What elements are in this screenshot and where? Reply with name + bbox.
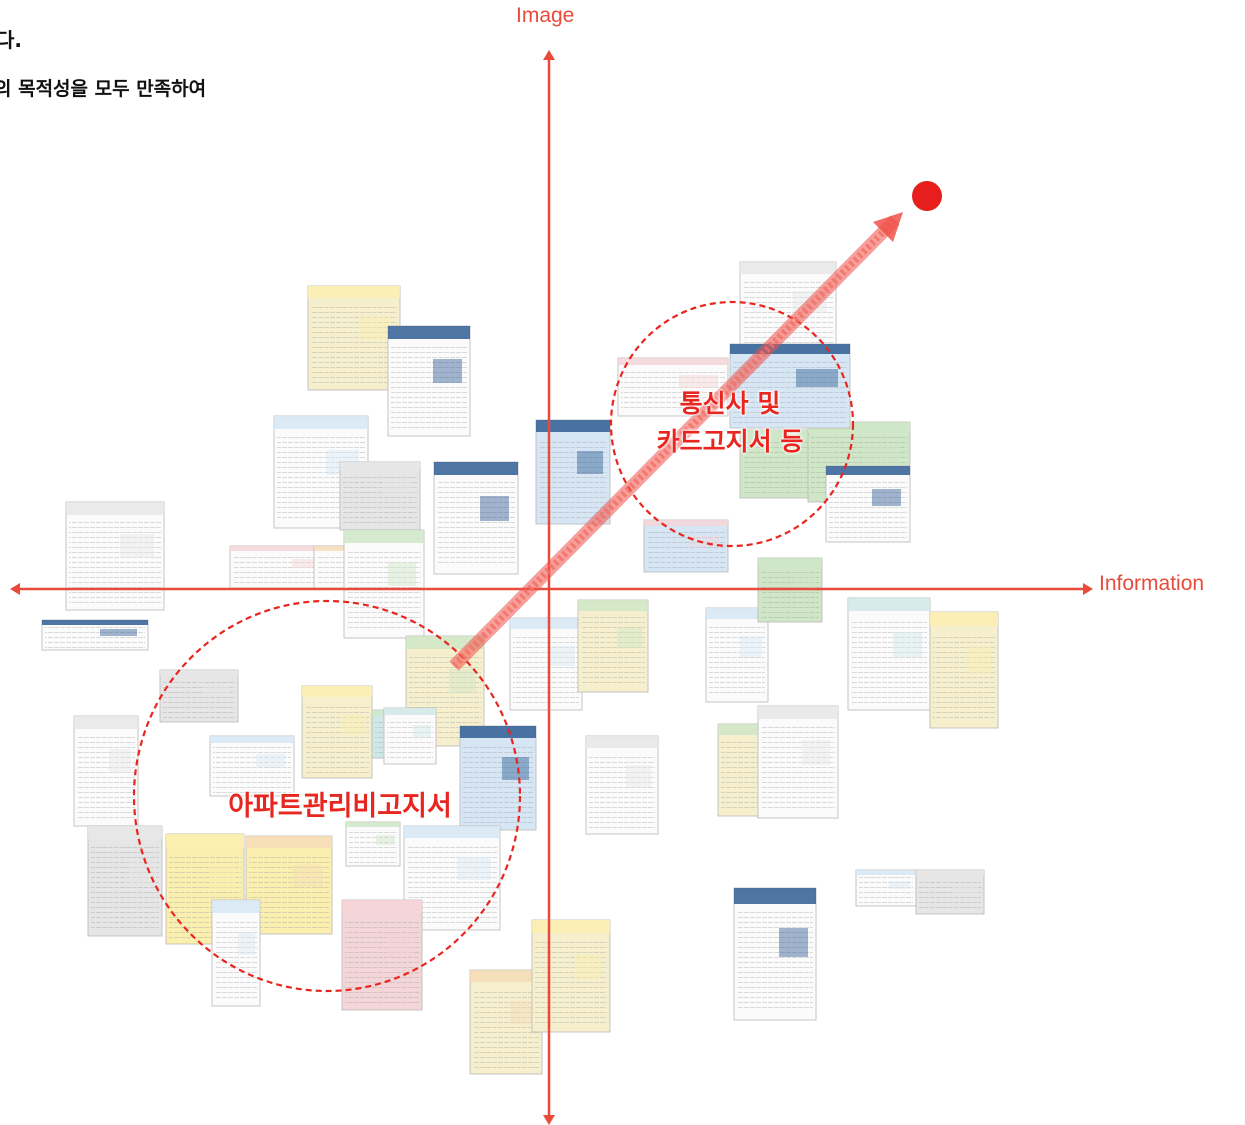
- trend-arrow: [449, 212, 903, 671]
- bill-thumbnail: [307, 285, 401, 391]
- bill-thumbnail: [855, 869, 917, 907]
- cluster-circle-telecom: [609, 300, 855, 548]
- bill-thumbnail: [87, 825, 163, 937]
- bill-thumbnail: [585, 735, 659, 835]
- bill-thumbnail-group: [41, 261, 999, 1075]
- bill-thumbnail: [159, 669, 239, 723]
- cluster-label-telecom-line1: 통신사 및: [679, 389, 781, 418]
- header-text-line-1: 다.: [0, 28, 22, 52]
- bill-thumbnail: [733, 887, 817, 1021]
- bill-thumbnail: [915, 869, 985, 915]
- bill-thumbnail: [577, 599, 649, 693]
- bill-thumbnail: [509, 617, 583, 711]
- bill-thumbnail: [65, 501, 165, 611]
- bill-thumbnail: [531, 919, 611, 1033]
- bill-thumbnail: [345, 821, 401, 867]
- bill-thumbnail: [301, 685, 373, 779]
- bill-thumbnail: [929, 611, 999, 729]
- axes: [10, 50, 1093, 1125]
- bill-thumbnail: [433, 461, 519, 575]
- bill-thumbnail: [41, 619, 149, 651]
- bill-thumbnail: [825, 465, 911, 543]
- bill-thumbnail: [757, 705, 839, 819]
- target-dot-icon: [912, 181, 942, 211]
- bill-thumbnail: [73, 715, 139, 827]
- bill-thumbnail: [383, 707, 437, 765]
- cluster-label-telecom-line2: 카드고지서 등: [656, 427, 804, 456]
- bill-thumbnail: [469, 969, 543, 1075]
- bill-thumbnail: [165, 833, 245, 945]
- bill-thumbnail: [245, 835, 333, 935]
- bill-thumbnail: [387, 325, 471, 437]
- bill-thumbnail: [847, 597, 931, 711]
- axis-arrowhead-up-icon: [543, 50, 555, 60]
- bill-thumbnail: [643, 519, 729, 573]
- bill-thumbnail: [339, 461, 421, 531]
- cluster-label-apartment: 아파트관리비고지서: [228, 791, 452, 822]
- cluster-circle-apartment: [132, 599, 522, 993]
- bill-thumbnail: [535, 419, 611, 525]
- axis-label-image: Image: [516, 4, 575, 27]
- axis-arrowhead-left-icon: [10, 583, 20, 595]
- trend-arrowhead-icon: [873, 212, 903, 242]
- header-text-line-2: 의 목적성을 모두 만족하여: [0, 78, 207, 100]
- axis-arrowhead-down-icon: [543, 1115, 555, 1125]
- bill-thumbnail: [459, 725, 537, 831]
- bill-thumbnail: [705, 607, 769, 703]
- bill-thumbnail: [209, 735, 295, 797]
- bill-thumbnail: [211, 899, 261, 1007]
- axis-label-information: Information: [1099, 572, 1205, 595]
- axis-arrowhead-right-icon: [1083, 583, 1093, 595]
- cluster-label-telecom: 통신사 및 카드고지서 등: [610, 385, 850, 461]
- bill-thumbnail: [341, 899, 423, 1011]
